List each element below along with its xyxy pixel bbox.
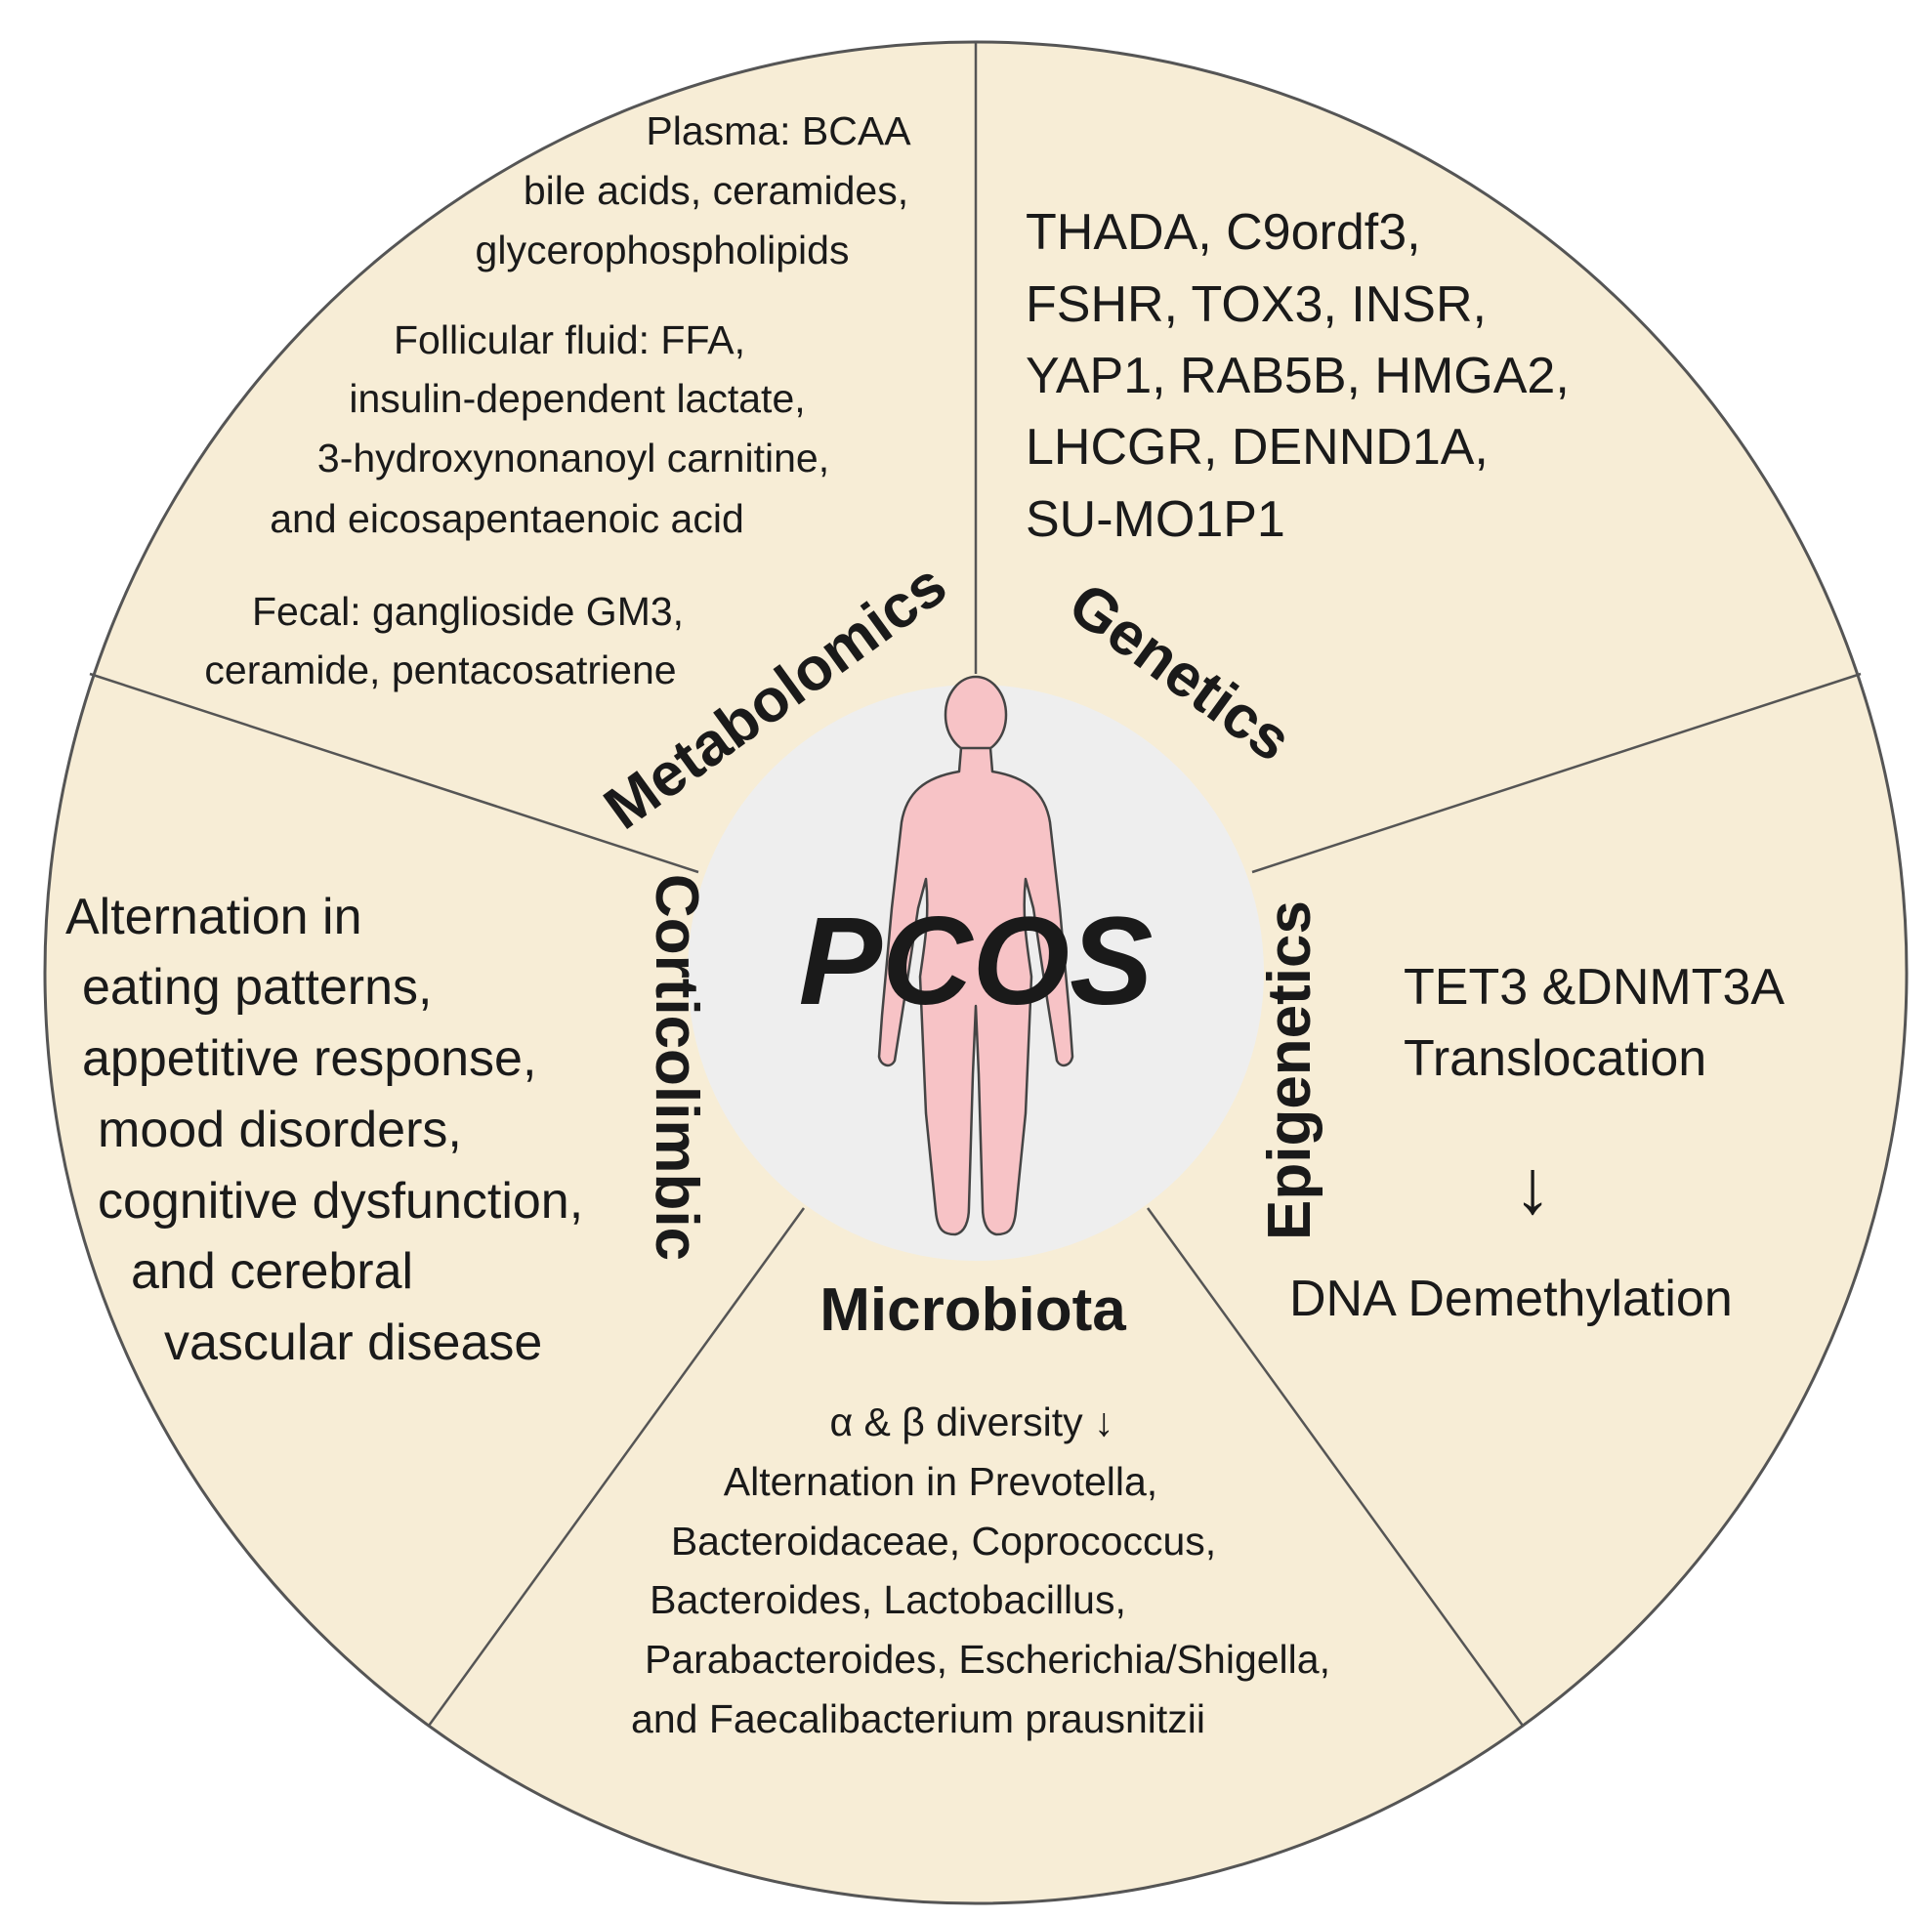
- epigenetics-result: DNA Demethylation: [1289, 1271, 1733, 1327]
- corticolimbic-line: eating patterns,: [82, 959, 432, 1016]
- metabolomics-fecal-line: ceramide, pentacosatriene: [204, 647, 676, 692]
- human-figure-icon: [877, 675, 1074, 1236]
- epigenetics-content: TET3 &DNMT3A Translocation ↓ DNA Demethy…: [1289, 959, 1785, 1327]
- metabolomics-follicular: Follicular fluid: FFA, insulin-dependent…: [270, 317, 829, 541]
- genetics-line: SU-MO1P1: [1026, 491, 1285, 548]
- epigenetics-line: Translocation: [1404, 1030, 1706, 1087]
- metabolomics-follicular-line: 3-hydroxynonanoyl carnitine,: [317, 436, 829, 480]
- center-title: PCOS: [799, 892, 1154, 1031]
- metabolomics-follicular-line: insulin-dependent lactate,: [349, 376, 805, 421]
- microbiota-title: Microbiota: [819, 1276, 1126, 1344]
- epigenetics-line: TET3 &DNMT3A: [1404, 959, 1785, 1016]
- figure-head: [944, 675, 1008, 755]
- genetics-line: LHCGR, DENND1A,: [1026, 419, 1489, 476]
- genetics-line: FSHR, TOX3, INSR,: [1026, 276, 1487, 333]
- epigenetics-title: Epigenetics: [1256, 900, 1323, 1240]
- microbiota-line: Alternation in Prevotella,: [724, 1459, 1157, 1504]
- corticolimbic-line: appetitive response,: [82, 1030, 536, 1087]
- metabolomics-plasma-line: bile acids, ceramides,: [524, 168, 908, 213]
- metabolomics-fecal: Fecal: ganglioside GM3, ceramide, pentac…: [204, 589, 684, 692]
- corticolimbic-line: cognitive dysfunction,: [98, 1173, 583, 1230]
- microbiota-line: Parabacteroides, Escherichia/Shigella,: [645, 1637, 1330, 1682]
- corticolimbic-title: Corticolimbic: [643, 874, 710, 1261]
- corticolimbic-line: and cerebral: [131, 1243, 413, 1300]
- figure-body: [877, 746, 1074, 1236]
- divider-microbiota-corticolimbic: [427, 1207, 806, 1727]
- microbiota-line: Bacteroides, Lactobacillus,: [650, 1577, 1126, 1622]
- microbiota-content: α & β diversity ↓ Alternation in Prevote…: [631, 1399, 1330, 1741]
- corticolimbic-line: mood disorders,: [98, 1102, 462, 1158]
- divider-epigenetics-microbiota: [1146, 1207, 1525, 1727]
- corticolimbic-line: vascular disease: [164, 1315, 542, 1371]
- metabolomics-plasma-line: Plasma: BCAA: [646, 108, 911, 153]
- metabolomics-fecal-line: Fecal: ganglioside GM3,: [252, 589, 684, 634]
- corticolimbic-content: Alternation in eating patterns, appetiti…: [65, 889, 583, 1371]
- corticolimbic-line: Alternation in: [65, 889, 362, 945]
- microbiota-line: Bacteroidaceae, Coprococcus,: [671, 1519, 1216, 1564]
- metabolomics-follicular-line: and eicosapentaenoic acid: [270, 496, 744, 541]
- metabolomics-plasma: Plasma: BCAA bile acids, ceramides, glyc…: [476, 108, 912, 272]
- microbiota-line: α & β diversity ↓: [829, 1399, 1113, 1444]
- genetics-line: THADA, C9ordf3,: [1026, 204, 1421, 261]
- microbiota-line: and Faecalibacterium prausnitzii: [631, 1696, 1205, 1741]
- section-dividers: [89, 42, 1862, 1727]
- genetics-genes: THADA, C9ordf3, FSHR, TOX3, INSR, YAP1, …: [1026, 204, 1570, 548]
- epigenetics-arrow: ↓: [1514, 1144, 1552, 1230]
- divider-genetics-epigenetics: [1251, 672, 1862, 874]
- divider-corticolimbic-metabolomics: [89, 672, 699, 874]
- genetics-line: YAP1, RAB5B, HMGA2,: [1026, 348, 1570, 404]
- metabolomics-plasma-line: glycerophospholipids: [476, 228, 850, 272]
- metabolomics-follicular-line: Follicular fluid: FFA,: [394, 317, 745, 362]
